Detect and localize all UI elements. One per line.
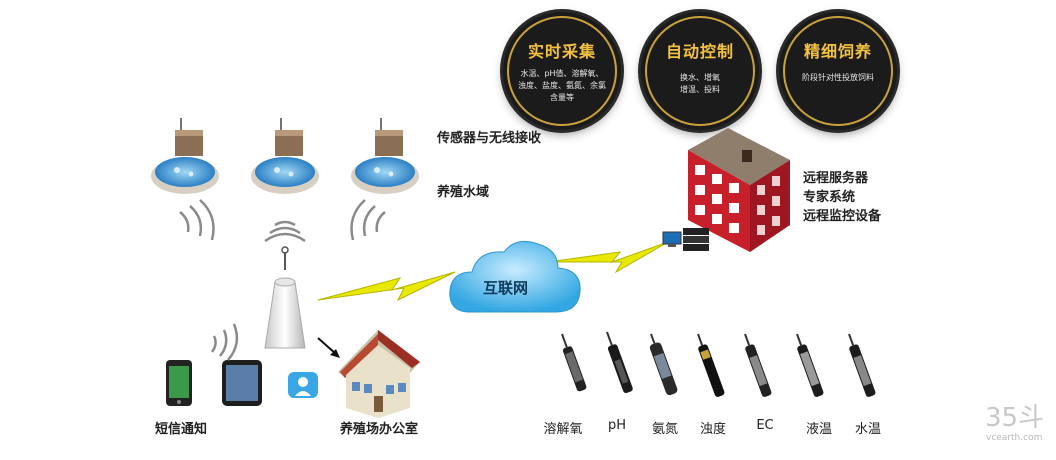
server-line-1: 远程服务器 bbox=[803, 171, 869, 186]
wireless-wave-icon bbox=[210, 323, 239, 361]
sensor-probe-icon bbox=[606, 331, 633, 394]
pond-icon bbox=[251, 118, 319, 194]
feature-title: 自动控制 bbox=[665, 42, 734, 61]
server-line-2: 专家系统 bbox=[803, 190, 856, 205]
office-label: 养殖场办公室 bbox=[340, 422, 419, 437]
sensor-probe-icon bbox=[561, 333, 587, 392]
sensor-label: 浊度 bbox=[699, 422, 726, 437]
watermark-url: vcearth.com bbox=[986, 433, 1043, 443]
watermark-logo: 35斗 bbox=[985, 403, 1045, 433]
internet-label: 互联网 bbox=[483, 279, 529, 297]
server-line-3: 远程监控设备 bbox=[803, 209, 882, 224]
feature-desc: 换水、增氧 增温、投料 bbox=[680, 73, 720, 94]
pond-icon bbox=[151, 118, 219, 194]
feature-title: 实时采集 bbox=[527, 42, 596, 61]
sensor-probe-icon bbox=[848, 333, 876, 397]
wireless-wave-icon bbox=[179, 199, 386, 243]
antenna-tower-icon bbox=[264, 246, 306, 349]
internet-cloud-icon bbox=[449, 240, 581, 313]
feature-ring bbox=[645, 16, 755, 126]
feature-fine-feeding: 精细饲养 阶段针对性投放饲料 bbox=[779, 12, 897, 130]
office-house-icon bbox=[338, 330, 420, 418]
breeding-water-label: 养殖水域 bbox=[437, 185, 490, 200]
feature-auto-control: 自动控制 换水、增氧 增温、投料 bbox=[641, 12, 759, 130]
sensor-label: 氨氮 bbox=[651, 422, 678, 437]
feature-title: 精细饲养 bbox=[803, 42, 872, 61]
sensor-label: 溶解氧 bbox=[543, 422, 583, 437]
sensor-label: 液温 bbox=[805, 422, 832, 437]
sms-label: 短信通知 bbox=[155, 422, 208, 437]
computer-server-icon bbox=[662, 228, 709, 251]
sensor-label: pH bbox=[607, 418, 627, 433]
user-chat-icon bbox=[288, 372, 318, 398]
tablet-icon bbox=[222, 360, 262, 406]
sensor-probe-icon bbox=[697, 333, 725, 397]
feature-ring bbox=[783, 16, 893, 126]
feature-desc: 水温、pH值、溶解氧、浊度、盐度、氨氮、余氯含量等 bbox=[518, 69, 606, 102]
pond-icon bbox=[351, 118, 419, 194]
sensor-label: EC bbox=[756, 418, 774, 433]
feature-ring bbox=[507, 16, 617, 126]
sensor-probe-icon bbox=[796, 333, 824, 397]
arrow-icon bbox=[317, 337, 340, 358]
mobile-phone-icon bbox=[166, 360, 192, 406]
feature-desc: 阶段针对性投放饲料 bbox=[802, 73, 874, 82]
sensor-wireless-label: 传感器与无线接收 bbox=[437, 131, 542, 146]
feature-realtime: 实时采集 水温、pH值、溶解氧、浊度、盐度、氨氮、余氯含量等 bbox=[503, 12, 621, 130]
sensor-probe-icon bbox=[649, 333, 678, 396]
sensor-label: 水温 bbox=[854, 422, 881, 437]
sensor-probe-icon bbox=[744, 333, 772, 397]
server-building-icon bbox=[688, 128, 790, 252]
